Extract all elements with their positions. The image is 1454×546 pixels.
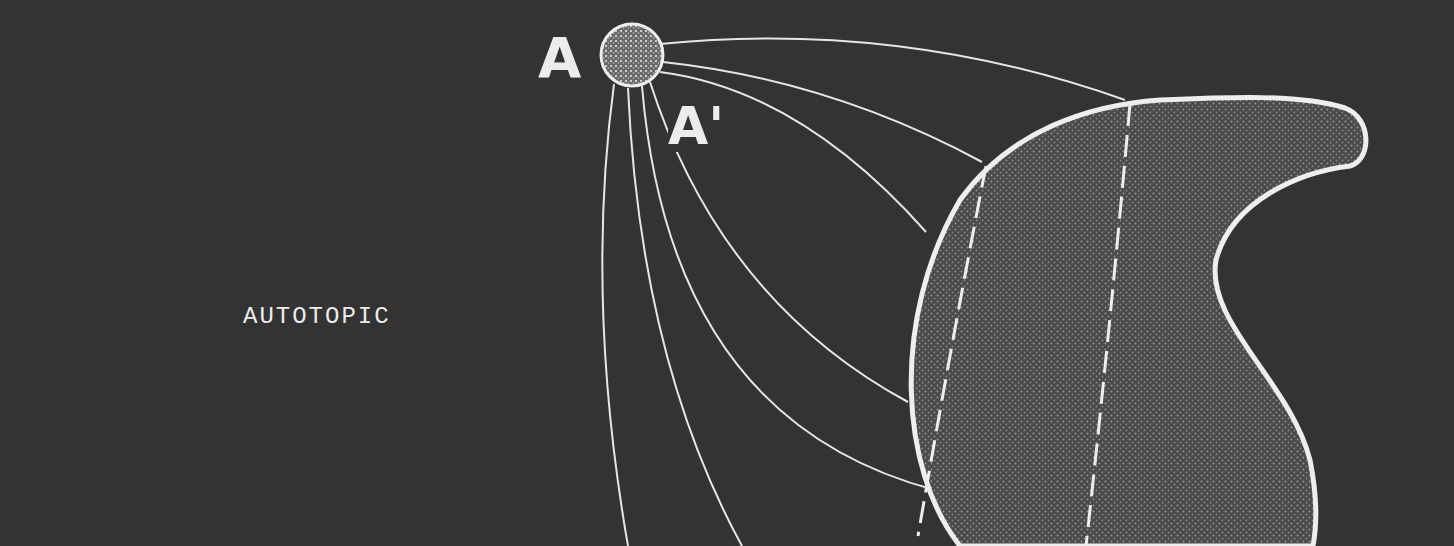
title-label: AUTOTOPIC — [243, 305, 391, 329]
point-label: A' — [668, 100, 724, 152]
point-circle — [601, 24, 663, 86]
dashed-lines — [918, 104, 1130, 546]
organ-outline — [911, 97, 1366, 546]
point-label: A — [538, 30, 581, 86]
